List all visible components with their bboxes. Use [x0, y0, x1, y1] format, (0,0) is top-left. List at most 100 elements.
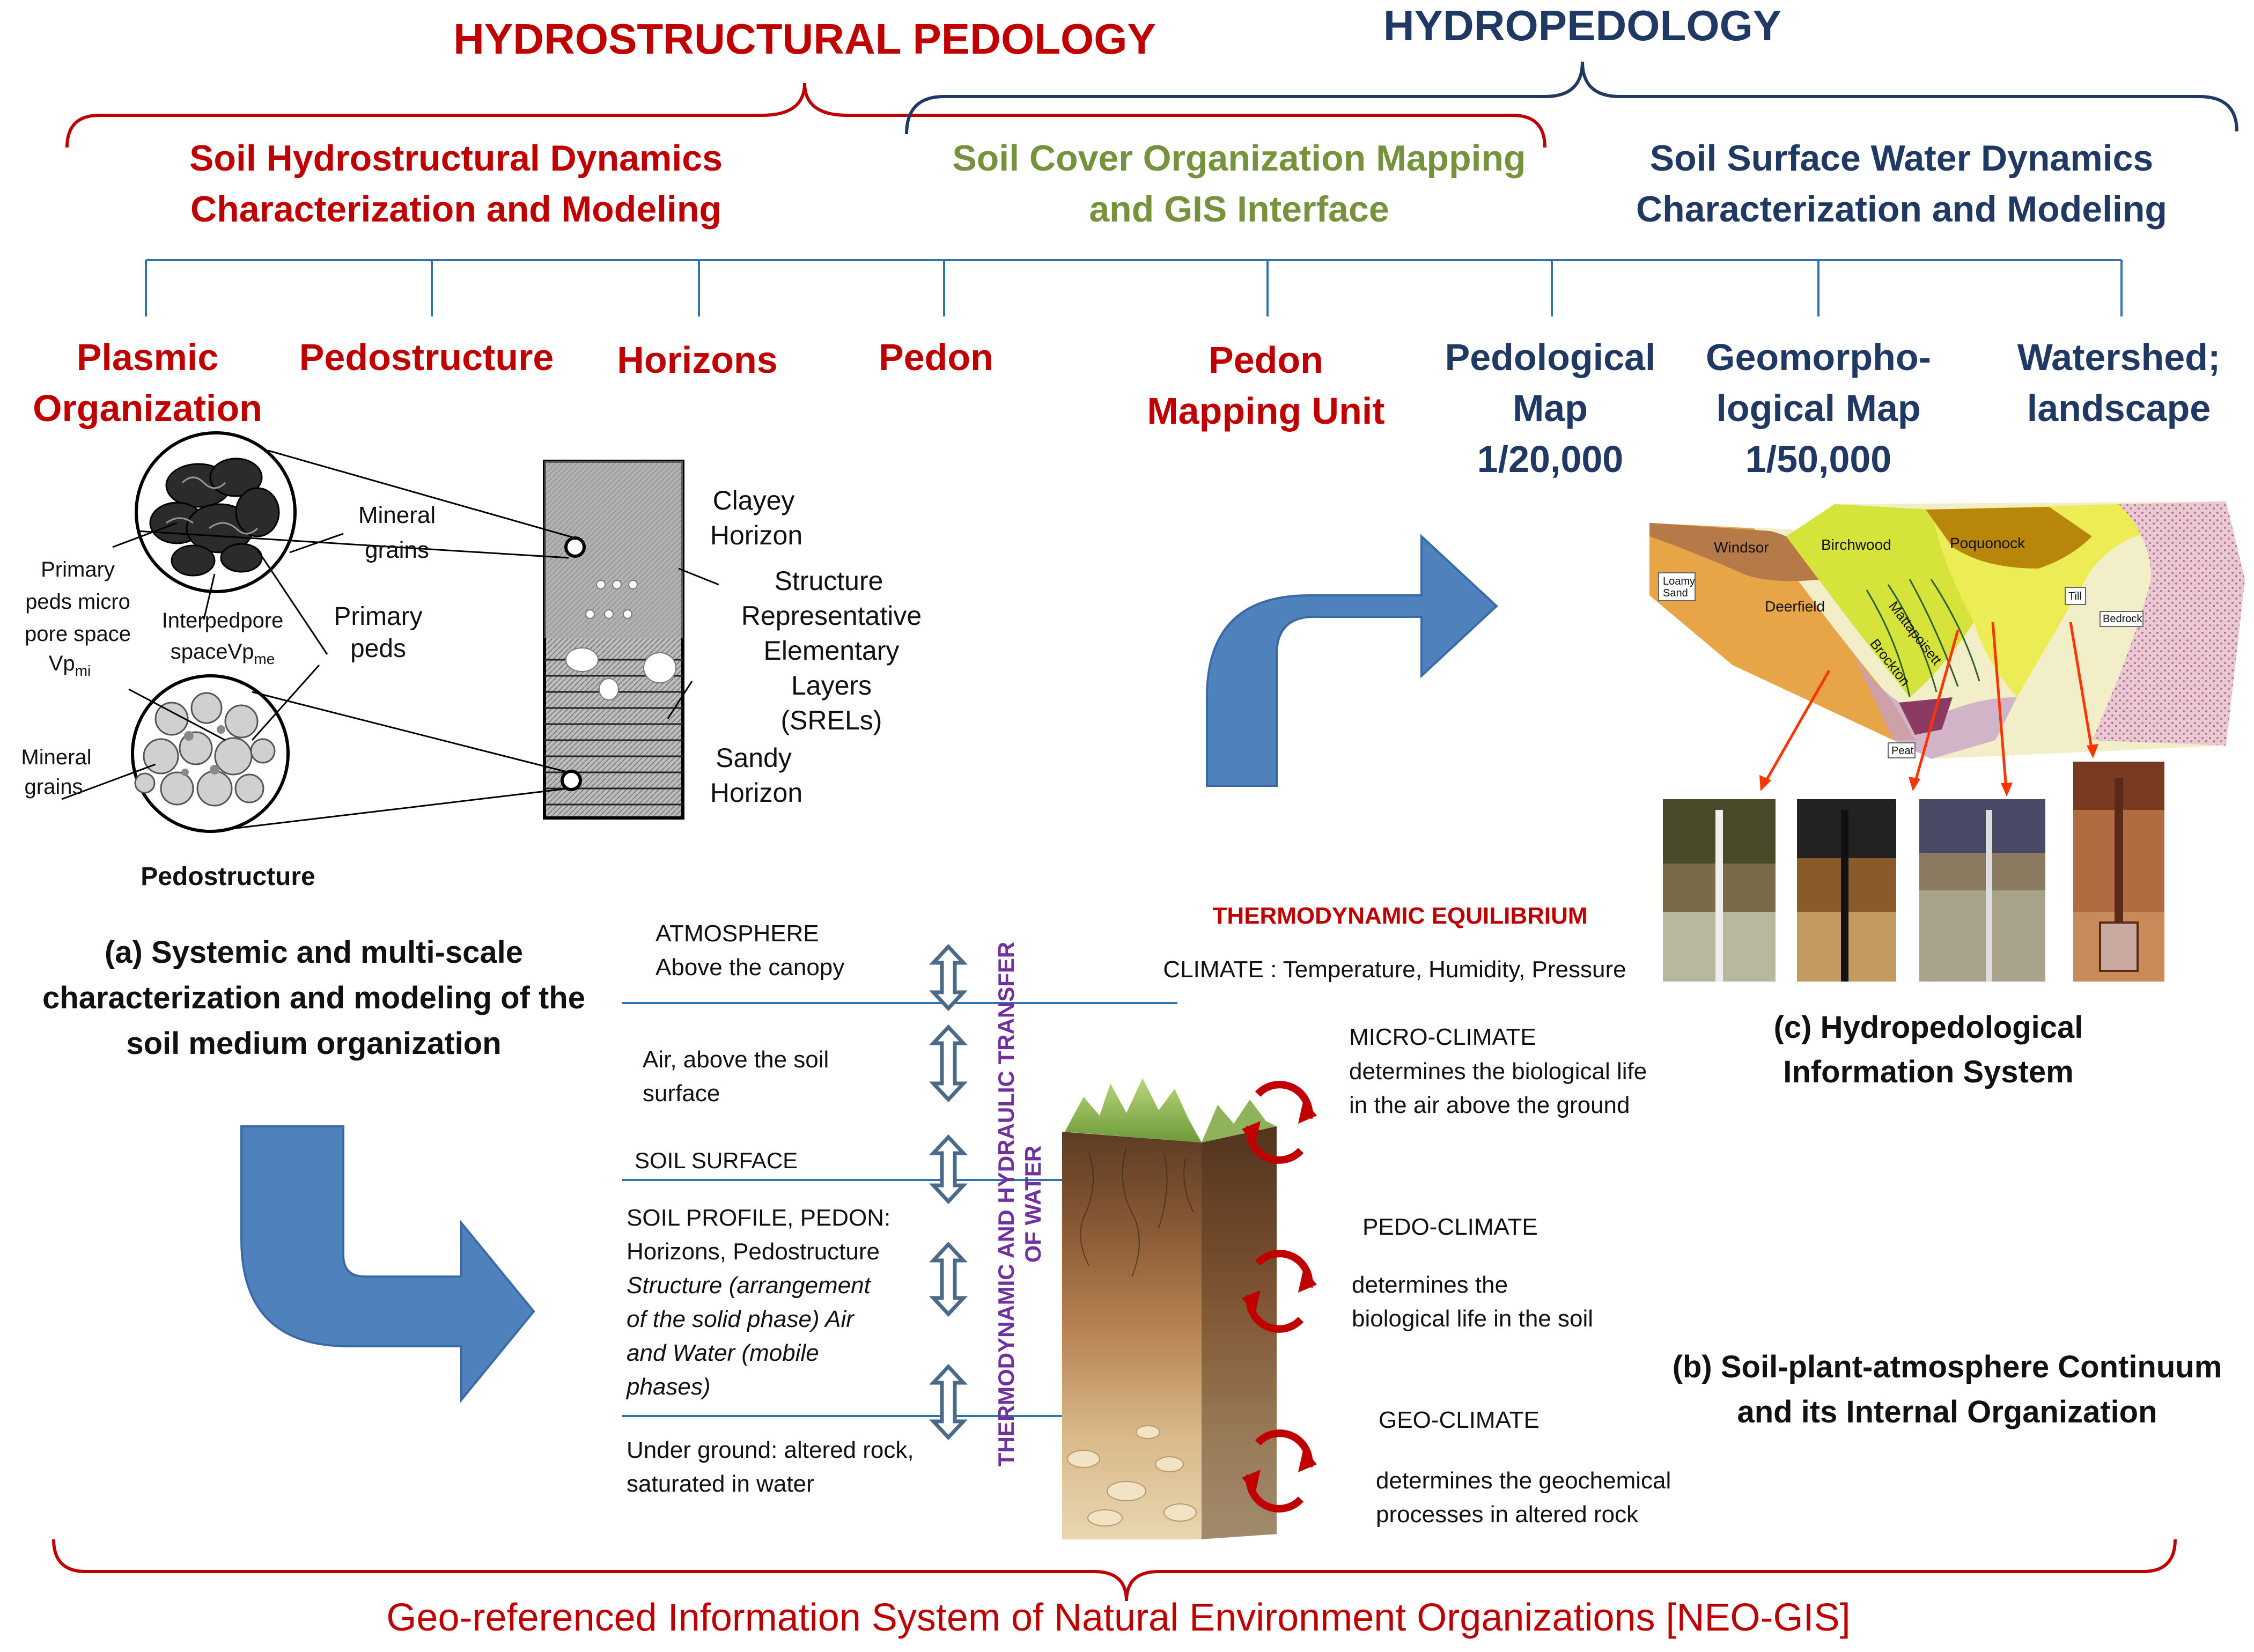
geo-climate-desc-1: determines the geochemical	[1376, 1467, 1671, 1494]
geo-climate-desc-2: processes in altered rock	[1376, 1501, 1639, 1528]
surface-water-title-line2: Characterization and Modeling	[1636, 189, 2167, 230]
caption-a-line2: characterization and modeling of the	[42, 980, 585, 1015]
scale-horizons: Horizons	[617, 339, 777, 381]
hydrostructural-brace	[65, 83, 1546, 148]
label-interpedpore-sub: me	[254, 651, 275, 667]
soil-cover-title-line2: and GIS Interface	[1089, 189, 1389, 230]
scale-plasmic-line1: Plasmic	[77, 336, 219, 378]
label-mineral-grains-bot-1: Mineral	[21, 746, 91, 769]
soil-loamy-1: Loamy	[1663, 576, 1695, 587]
micro-climate-desc-2: in the air above the ground	[1349, 1092, 1630, 1118]
caption-c-line2: Information System	[1783, 1054, 2073, 1089]
pedostructure-figure: Mineral grains Primary peds micro pore s…	[21, 431, 922, 891]
underground-label-2: saturated in water	[627, 1471, 814, 1497]
label-primary-micro-2: peds micro	[25, 590, 130, 614]
soil-surface-label: SOIL SURFACE	[635, 1148, 798, 1173]
soil-poquonock: Poquonock	[1950, 535, 2025, 551]
vertical-transfer-label-2: OF WATER	[1020, 1146, 1045, 1263]
label-srel-5: (SRELs)	[781, 705, 882, 735]
caption-a-line3: soil medium organization	[126, 1026, 501, 1061]
micro-climate-title: MICRO-CLIMATE	[1349, 1024, 1536, 1050]
label-sandy-1: Sandy	[716, 743, 792, 773]
thermo-equilibrium-label: THERMODYNAMIC EQUILIBRIUM	[1212, 903, 1587, 929]
soil-cover-title-line1: Soil Cover Organization Mapping	[952, 138, 1526, 179]
continuum-figure: THERMODYNAMIC EQUILIBRIUM CLIMATE : Temp…	[622, 903, 1671, 1539]
profile-label-3: Structure (arrangement	[627, 1272, 872, 1299]
soil-profile-photos	[1663, 762, 2164, 982]
label-srel-2: Representative	[741, 601, 922, 631]
atmosphere-label-2: Above the canopy	[655, 954, 844, 980]
scale-pedostructure: Pedostructure	[299, 336, 554, 378]
block-diagram: Windsor Birchwood Poquonock Loamy Sand D…	[1649, 502, 2245, 796]
soil-hydro-title-line2: Characterization and Modeling	[190, 189, 721, 230]
label-mineral-grains-bot-2: grains	[25, 775, 83, 799]
surface-water-title-line1: Soil Surface Water Dynamics	[1650, 138, 2154, 179]
label-srel-4: Layers	[791, 670, 872, 700]
climate-label: CLIMATE : Temperature, Humidity, Pressur…	[1163, 956, 1626, 983]
atmosphere-label-1: ATMOSPHERE	[655, 920, 819, 947]
geo-climate-title: GEO-CLIMATE	[1379, 1407, 1540, 1433]
hydropedology-brace	[905, 61, 2238, 135]
label-interpedpore-2: spaceVpme	[171, 640, 275, 667]
air-label-1: Air, above the soil	[643, 1046, 829, 1073]
bottom-brace	[52, 1539, 2177, 1602]
pedo-climate-title: PEDO-CLIMATE	[1362, 1214, 1538, 1240]
label-sandy-2: Horizon	[710, 778, 802, 808]
profile-label-5: and Water (mobile	[627, 1340, 819, 1366]
label-mineral-grains-top-1: Mineral	[358, 502, 436, 528]
label-primary-peds-2: peds	[350, 635, 406, 663]
label-primary-micro-sub: mi	[75, 662, 91, 679]
footer-neo-gis: Geo-referenced Information System of Nat…	[386, 1596, 1850, 1639]
label-srel-1: Structure	[775, 566, 883, 596]
scale-tree	[145, 259, 2123, 316]
scale-pedon-mapping-line2: Mapping Unit	[1147, 390, 1384, 432]
label-primary-micro-4: Vpmi	[49, 652, 91, 679]
header-hydrostructural-pedology: HYDROSTRUCTURAL PEDOLOGY	[453, 15, 1156, 63]
soil-bedrock: Bedrock	[2103, 613, 2142, 625]
label-clayey-1: Clayey	[713, 485, 795, 515]
profile-label-1: SOIL PROFILE, PEDON:	[627, 1205, 890, 1231]
label-srel-3: Elementary	[764, 636, 900, 666]
caption-b-line2: and its Internal Organization	[1737, 1395, 2157, 1429]
header-hydropedology: HYDROPEDOLOGY	[1383, 2, 1781, 49]
soil-till: Till	[2068, 591, 2082, 602]
label-primary-micro-vp: Vp	[49, 652, 75, 675]
soil-birchwood: Birchwood	[1821, 536, 1891, 553]
label-clayey-2: Horizon	[710, 520, 802, 550]
caption-b-line1: (b) Soil-plant-atmosphere Continuum	[1673, 1349, 2222, 1384]
scale-plasmic-line2: Organization	[33, 387, 262, 429]
pedostructure-caption: Pedostructure	[141, 862, 315, 891]
scale-watershed-line2: landscape	[2027, 387, 2211, 429]
scale-watershed-line1: Watershed;	[2017, 336, 2221, 378]
label-interpedpore-space: spaceVp	[171, 640, 254, 663]
soil-windsor: Windsor	[1714, 539, 1769, 556]
micro-climate-desc-1: determines the biological life	[1349, 1058, 1647, 1085]
scale-geomorpho-line3: 1/50,000	[1745, 438, 1891, 480]
label-primary-peds-1: Primary	[334, 602, 422, 631]
scale-geomorpho-line2: logical Map	[1716, 387, 1920, 429]
soil-peat: Peat	[1891, 745, 1914, 757]
label-interpedpore-1: Interpedpore	[162, 609, 284, 632]
profile-label-4: of the solid phase) Air	[627, 1306, 855, 1332]
soil-hydro-title-line1: Soil Hydrostructural Dynamics	[189, 138, 723, 179]
soil-block	[1062, 1078, 1277, 1539]
scale-pedological-line1: Pedological	[1445, 336, 1656, 378]
scale-pedological-line2: Map	[1513, 387, 1588, 429]
label-mineral-grains-top-2: grains	[365, 537, 429, 563]
arrow-to-continuum	[240, 1125, 535, 1403]
caption-a-line1: (a) Systemic and multi-scale	[105, 935, 523, 970]
photo-pointer-arrows	[1763, 622, 2094, 789]
arrow-to-block-diagram	[1206, 534, 1498, 787]
caption-c-line1: (c) Hydropedological	[1774, 1010, 2083, 1045]
scale-pedon-mapping-line1: Pedon	[1209, 339, 1323, 381]
double-arrows	[929, 943, 968, 1441]
label-primary-micro-1: Primary	[41, 558, 115, 581]
soil-deerfield: Deerfield	[1765, 598, 1825, 615]
scale-pedon: Pedon	[879, 336, 993, 378]
air-label-2: surface	[643, 1080, 720, 1107]
scale-pedological-line3: 1/20,000	[1477, 438, 1623, 480]
underground-label-1: Under ground: altered rock,	[627, 1437, 914, 1463]
vertical-transfer-label-1: THERMODYNAMIC AND HYDRAULIC TRANSFER	[993, 942, 1019, 1466]
